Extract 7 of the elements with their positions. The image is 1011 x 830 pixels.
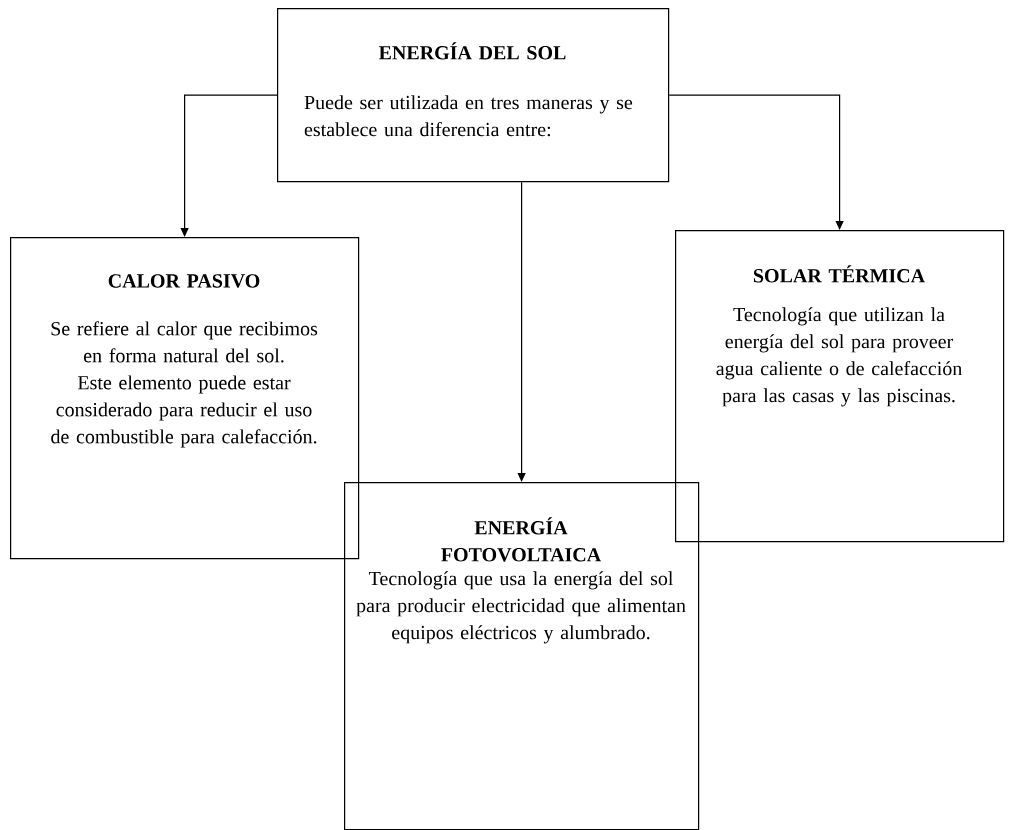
arrow <box>517 181 526 482</box>
text-box: SOLAR TÉRMICA Tecnología que utilizan la energía del sol para proveer agua caliente o de calefacción para las casas y las piscinas. <box>675 230 1005 543</box>
arrow <box>180 94 278 237</box>
arrow <box>668 94 844 230</box>
text-box: ENERGÍA FOTOVOLTAICA Tecnología que usa la energía del sol para producir electricidad que alimentan equipos eléctricos y alumbrado. <box>344 482 700 830</box>
text-box: ENERGÍA DEL SOL Puede ser utilizada en tres maneras y se establece una diferencia entre: <box>277 8 670 183</box>
text-box: CALOR PASIVO Se refiere al calor que recibimos en forma natural del sol. Este elemento puede estar considerado para reducir el uso de combustible para calefacción. <box>10 237 360 560</box>
